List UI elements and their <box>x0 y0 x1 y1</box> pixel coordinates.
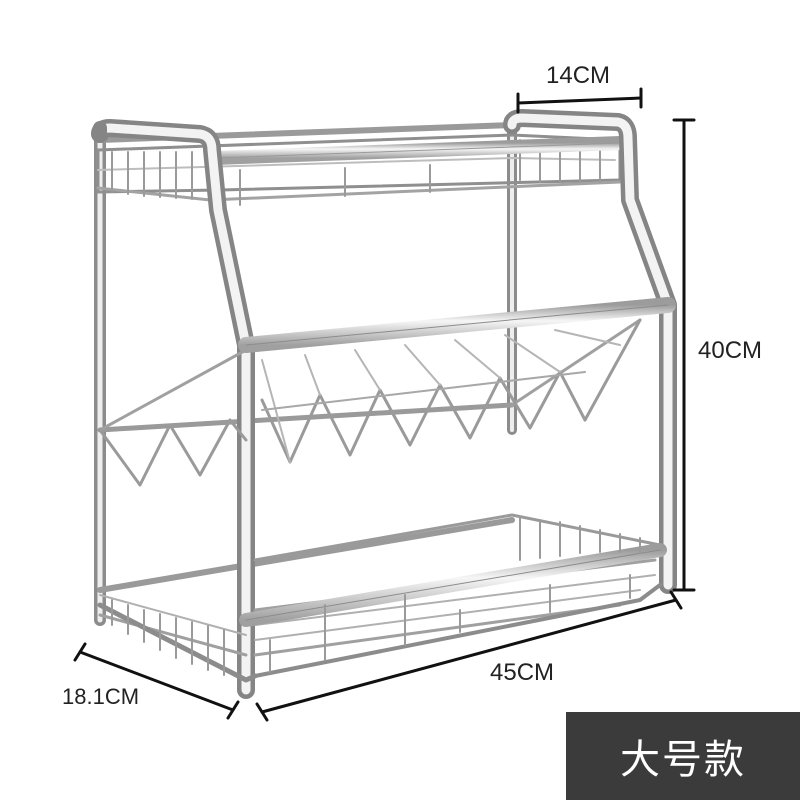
dim-line-top-depth <box>516 96 643 105</box>
dim-line-width <box>260 598 678 714</box>
bottom-basket <box>97 513 667 683</box>
dimension-lines <box>73 87 696 722</box>
dim-line-bottom-depth <box>78 650 235 712</box>
dimension-label-height: 40CM <box>698 337 763 364</box>
front-frame <box>91 109 677 699</box>
size-badge: 大号款 <box>566 712 800 800</box>
middle-shelf <box>98 297 676 487</box>
size-badge-label: 大号款 <box>620 737 746 783</box>
dimension-label-top-depth: 14CM <box>546 62 611 89</box>
dimension-label-width: 45CM <box>490 659 555 686</box>
top-basket <box>96 133 627 206</box>
rear-frame <box>94 120 517 626</box>
dimension-label-bottom-depth: 18.1CM <box>62 684 140 709</box>
